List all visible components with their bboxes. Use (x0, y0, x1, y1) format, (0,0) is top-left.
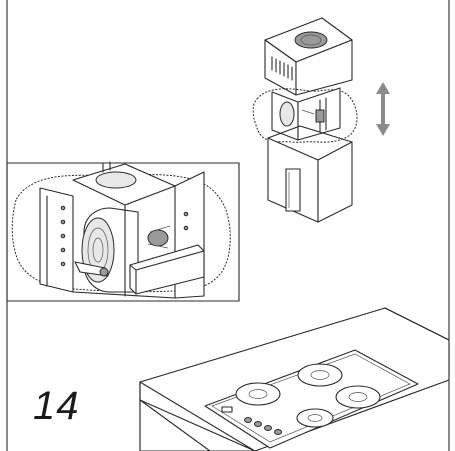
step-number: 14 (33, 384, 80, 428)
detail-inset (6, 161, 240, 302)
hob-burners (235, 363, 381, 428)
chimney-hood (252, 17, 358, 223)
double-arrow-vertical-icon (376, 82, 390, 136)
hob-knobs (221, 406, 282, 435)
kitchen-counter (139, 307, 450, 451)
vent-slots (271, 56, 293, 81)
